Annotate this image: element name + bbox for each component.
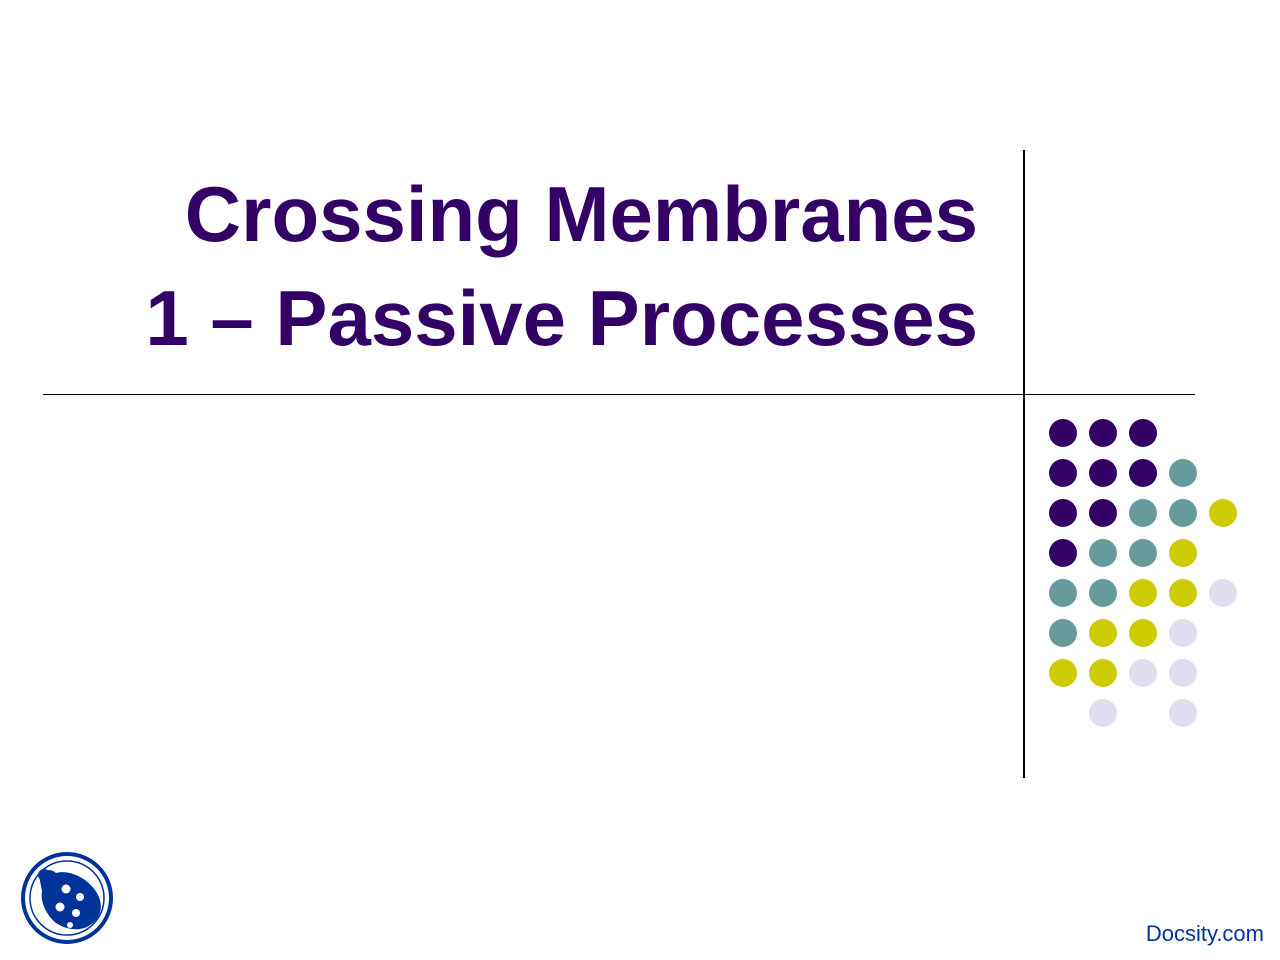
decorative-dot <box>1049 539 1077 567</box>
decorative-dot <box>1129 619 1157 647</box>
decorative-dot <box>1169 539 1197 567</box>
decorative-dot <box>1049 619 1077 647</box>
decorative-dot <box>1049 419 1077 447</box>
vertical-rule <box>1023 150 1025 778</box>
decorative-dot <box>1049 499 1077 527</box>
slide-title: Crossing Membranes 1 – Passive Processes <box>145 162 978 370</box>
title-line-1: Crossing Membranes <box>184 170 978 258</box>
decorative-dot <box>1209 499 1237 527</box>
decorative-dot <box>1129 659 1157 687</box>
decorative-dot <box>1169 699 1197 727</box>
decorative-dot <box>1089 459 1117 487</box>
decorative-dot <box>1129 459 1157 487</box>
decorative-dot <box>1129 499 1157 527</box>
decorative-dot <box>1169 459 1197 487</box>
decorative-dot <box>1049 459 1077 487</box>
decorative-dot <box>1169 659 1197 687</box>
decorative-dot <box>1169 499 1197 527</box>
decorative-dot <box>1049 579 1077 607</box>
decorative-dot <box>1089 659 1117 687</box>
decorative-dot-grid <box>1049 419 1249 739</box>
decorative-dot <box>1129 539 1157 567</box>
decorative-dot <box>1089 699 1117 727</box>
decorative-dot <box>1089 539 1117 567</box>
ladybug-icon <box>21 852 113 944</box>
decorative-dot <box>1089 419 1117 447</box>
decorative-dot <box>1089 579 1117 607</box>
horizontal-rule <box>43 394 1195 395</box>
decorative-dot <box>1129 579 1157 607</box>
decorative-dot <box>1129 419 1157 447</box>
docsity-watermark: Docsity.com <box>1145 921 1264 946</box>
title-line-2: 1 – Passive Processes <box>145 274 978 362</box>
decorative-dot <box>1169 579 1197 607</box>
docsity-logo-icon <box>20 851 114 945</box>
decorative-dot <box>1209 579 1237 607</box>
decorative-dot <box>1169 619 1197 647</box>
decorative-dot <box>1089 619 1117 647</box>
decorative-dot <box>1089 499 1117 527</box>
decorative-dot <box>1049 659 1077 687</box>
